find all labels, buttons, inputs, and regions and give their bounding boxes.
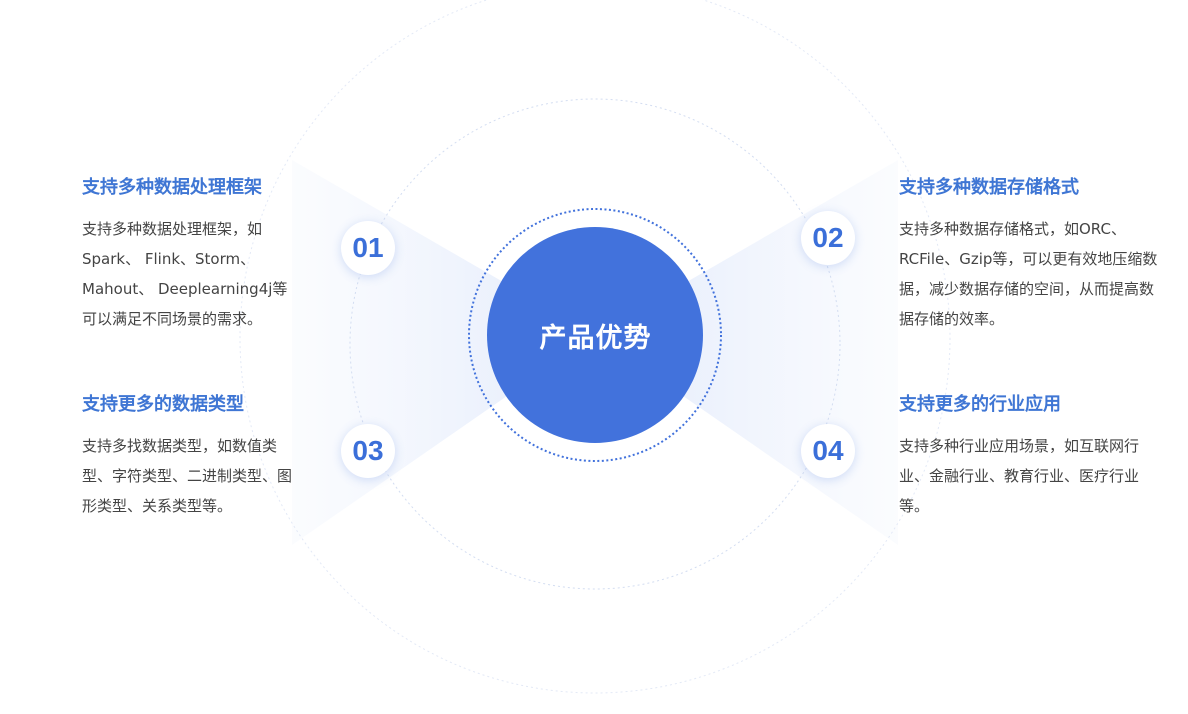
feature-block-industry-applications: 支持更多的行业应用 支持多种行业应用场景，如互联网行业、金融行业、教育行业、医疗… [899,393,1161,521]
feature-block-storage-formats: 支持多种数据存储格式 支持多种数据存储格式，如ORC、RCFile、Gzip等，… [899,176,1161,334]
feature-title: 支持多种数据处理框架 [82,177,262,198]
number-badge-04: 04 [801,424,855,478]
inner-dotted-ring [468,208,722,462]
feature-description: 支持多找数据类型，如数值类型、字符类型、二进制类型、图形类型、关系类型等。 [82,437,293,515]
middle-ring [349,98,841,590]
number-badge-01: 01 [341,221,395,275]
center-disc [487,227,703,443]
number-badge-03: 03 [341,424,395,478]
feature-title: 支持更多的数据类型 [82,394,244,415]
feature-block-processing-frameworks: 支持多种数据处理框架 支持多种数据处理框架，如Spark、 Flink、Stor… [82,176,292,334]
feature-block-data-types: 支持更多的数据类型 支持多找数据类型，如数值类型、字符类型、二进制类型、图形类型… [82,393,292,521]
feature-title: 支持多种数据存储格式 [899,177,1079,198]
center-title: 产品优势 [539,323,652,354]
feature-title: 支持更多的行业应用 [899,394,1061,415]
feature-description: 支持多种行业应用场景，如互联网行业、金融行业、教育行业、医疗行业等。 [899,437,1140,515]
number-badge-02: 02 [801,211,855,265]
outer-ring [239,0,951,694]
feature-description: 支持多种数据处理框架，如Spark、 Flink、Storm、Mahout、 D… [82,220,288,328]
feature-description: 支持多种数据存储格式，如ORC、RCFile、Gzip等，可以更有效地压缩数据，… [899,220,1158,328]
